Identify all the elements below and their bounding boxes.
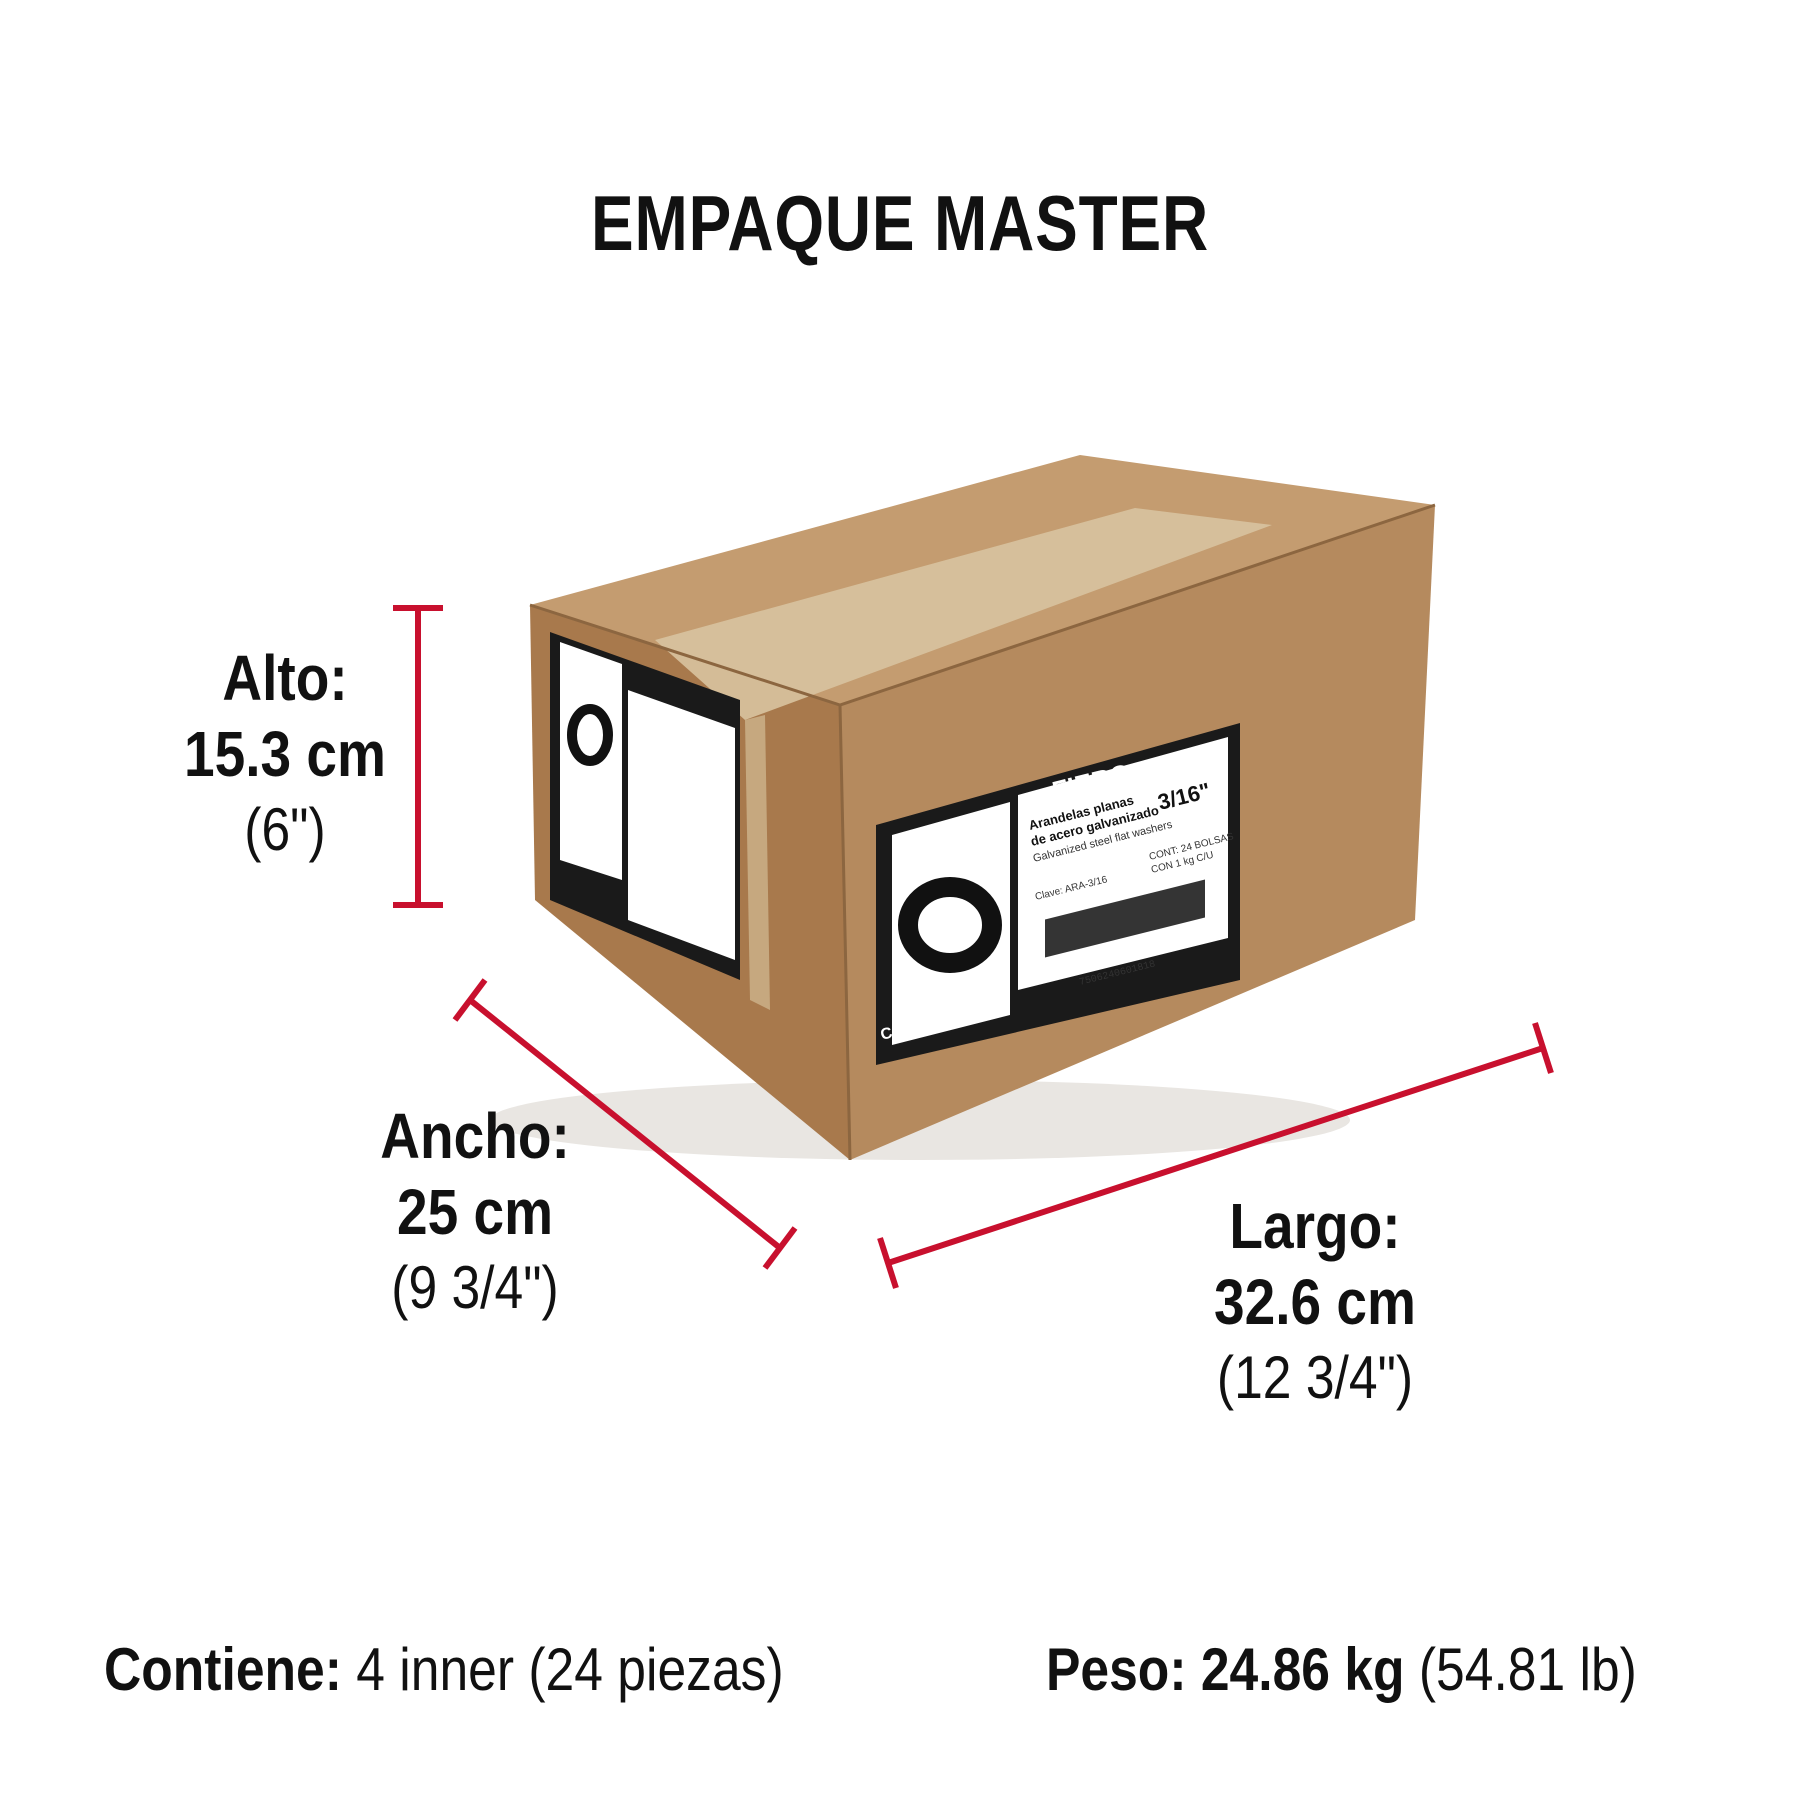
largo-label: Largo: [1229, 1190, 1401, 1262]
peso-value: 24.86 kg [1200, 1636, 1405, 1703]
ancho-imperial: (9 3/4") [391, 1254, 559, 1321]
front-label-barcode [1045, 879, 1205, 958]
dimension-line-alto [393, 605, 443, 908]
dimension-line-ancho [452, 978, 798, 1270]
peso-label: Peso: [1046, 1636, 1187, 1703]
largo-value: 32.6 cm [1214, 1266, 1416, 1338]
contiene-value: 4 inner (24 piezas) [356, 1636, 784, 1703]
tape-side [745, 715, 770, 1010]
footer-peso: Peso: 24.86 kg (54.81 lb) [1046, 1635, 1637, 1704]
alto-label: Alto: [222, 642, 348, 714]
peso-imperial: (54.81 lb) [1418, 1636, 1637, 1703]
ancho-value: 25 cm [396, 1176, 554, 1248]
footer-contiene: Contiene: 4 inner (24 piezas) [104, 1635, 784, 1704]
dimension-alto: Alto: 15.3 cm (6") [160, 640, 410, 868]
largo-imperial: (12 3/4") [1216, 1344, 1414, 1411]
ancho-label: Ancho: [380, 1100, 570, 1172]
dimension-ancho: Ancho: 25 cm (9 3/4") [345, 1098, 605, 1326]
alto-value: 15.3 cm [184, 718, 386, 790]
front-label [876, 723, 1240, 1065]
contiene-label: Contiene: [104, 1636, 342, 1703]
dimension-line-largo [877, 1022, 1554, 1289]
side-label [550, 632, 740, 980]
dimension-largo: Largo: 32.6 cm (12 3/4") [1180, 1188, 1450, 1416]
alto-imperial: (6") [244, 796, 326, 863]
tape [655, 508, 1272, 720]
page-title: EMPAQUE MASTER [591, 179, 1209, 267]
box-edge-corner [838, 704, 852, 1161]
